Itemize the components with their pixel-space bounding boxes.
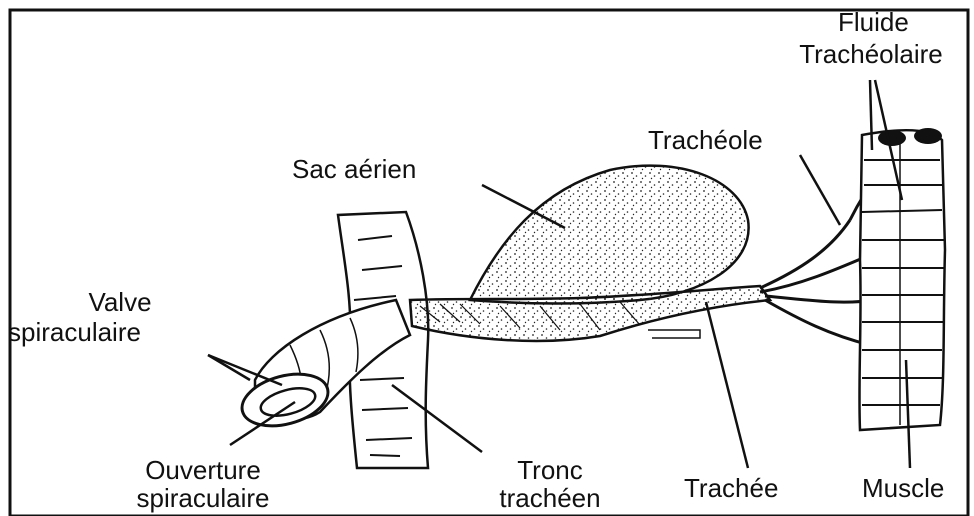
label-muscle: Muscle — [862, 474, 944, 502]
label-trachee: Trachée — [684, 474, 778, 502]
muscle-column — [859, 128, 945, 430]
figure-border — [10, 10, 968, 516]
label-valve-line1: Valve — [40, 288, 200, 316]
sac-aerien-shape — [470, 166, 749, 304]
label-tronc-line1: Tronc — [480, 456, 620, 484]
label-ouverture-line1: Ouverture — [118, 456, 288, 484]
leader-tracheole — [800, 155, 840, 225]
label-sac-aerien: Sac aérien — [292, 155, 416, 183]
label-fluide-line1: Fluide — [838, 8, 908, 36]
label-ouverture-line2: spiraculaire — [118, 484, 288, 512]
label-fluide-line2: Trachéolaire — [768, 40, 974, 68]
label-tracheole: Trachéole — [648, 126, 763, 154]
leader-trachee — [706, 302, 748, 468]
label-valve-line2: spiraculaire — [8, 318, 141, 346]
label-tronc-line2: trachéen — [470, 484, 630, 512]
